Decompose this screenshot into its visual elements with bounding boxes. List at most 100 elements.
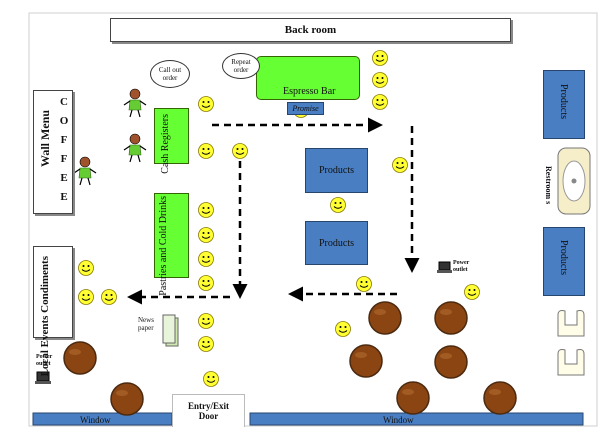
- local-events-board: [33, 246, 73, 338]
- sink-drain-icon: [571, 178, 577, 184]
- smiley-eye: [381, 99, 384, 101]
- entry-exit-label: Entry/Exit: [187, 401, 229, 411]
- customer-smiley-icon: [78, 260, 94, 276]
- pastries-label: Pastries and Cold Drinks: [158, 196, 169, 296]
- smiley-eye: [207, 318, 210, 320]
- smiley-eye: [381, 55, 384, 57]
- smiley-eye: [207, 101, 210, 103]
- smiley-eye: [82, 265, 85, 267]
- armchair-icon: [557, 349, 585, 376]
- espresso-bar: [256, 56, 360, 100]
- smiley-mouth: [81, 298, 91, 301]
- chairs-layer: [557, 310, 585, 376]
- smiley-eye: [468, 289, 471, 291]
- table-highlight: [355, 352, 367, 358]
- staff-head-icon: [129, 88, 141, 100]
- staff-arm: [73, 168, 81, 174]
- smiley-eye: [202, 207, 205, 209]
- tables-layer: [63, 301, 517, 416]
- customer-smiley-icon: [198, 313, 214, 329]
- smiley-eye: [105, 294, 108, 296]
- laptop-base-icon: [35, 381, 51, 384]
- staff-body-icon: [128, 144, 142, 156]
- customer-smiley-icon: [356, 276, 372, 292]
- smiley-eye: [207, 207, 210, 209]
- smiley-mouth: [201, 260, 211, 263]
- smiley-mouth: [201, 322, 211, 325]
- customer-smiley-icon: [198, 336, 214, 352]
- customer-smiley-icon: [198, 143, 214, 159]
- table: [434, 301, 468, 335]
- door-label: Door: [198, 411, 219, 421]
- smiley-eye: [207, 280, 210, 282]
- smiley-mouth: [375, 59, 385, 62]
- smiley-eye: [202, 280, 205, 282]
- staff-arm: [89, 168, 97, 174]
- customer-smiley-icon: [330, 197, 346, 213]
- smiley-mouth: [375, 81, 385, 84]
- table-highlight: [116, 390, 128, 396]
- smiley-mouth: [201, 284, 211, 287]
- window-right: [249, 412, 584, 426]
- smiley-eye: [82, 294, 85, 296]
- customer-smiley-icon: [101, 289, 117, 305]
- smiley-mouth: [201, 236, 211, 239]
- staff-leg: [129, 109, 133, 118]
- windows-layer: [32, 412, 584, 426]
- smiley-eye: [207, 232, 210, 234]
- smiley-eye: [241, 148, 244, 150]
- newspaper-label: News paper: [138, 316, 154, 332]
- coffee-letter: F: [60, 134, 68, 146]
- customer-smiley-icon: [78, 289, 94, 305]
- smiley-eye: [202, 232, 205, 234]
- table-highlight: [402, 389, 414, 395]
- newspaper-icon: [162, 314, 176, 344]
- smiley-eye: [202, 318, 205, 320]
- cash-registers: [154, 108, 189, 164]
- icons-layer: [35, 147, 591, 384]
- smiley-eye: [376, 99, 379, 101]
- customer-smiley-icon: [203, 371, 219, 387]
- smiley-eye: [376, 77, 379, 79]
- coffee-letter: F: [60, 153, 68, 165]
- smiley-eye: [381, 77, 384, 79]
- window-left-label: Window: [80, 415, 111, 425]
- smiley-mouth: [201, 345, 211, 348]
- smiley-mouth: [201, 105, 211, 108]
- table: [396, 381, 430, 415]
- smiley-eye: [207, 341, 210, 343]
- smiley-mouth: [201, 152, 211, 155]
- staff-head-icon: [79, 156, 91, 168]
- smiley-eye: [360, 281, 363, 283]
- customers-layer: [78, 50, 480, 387]
- smiley-eye: [344, 326, 347, 328]
- smiley-eye: [202, 256, 205, 258]
- smiley-mouth: [338, 330, 348, 333]
- laptop-base-icon: [437, 270, 452, 273]
- table-highlight: [440, 353, 452, 359]
- customer-smiley-icon: [198, 202, 214, 218]
- power-outlet-left-label: Power outlet: [36, 354, 53, 367]
- customer-flow-arrows: [127, 117, 420, 305]
- smiley-eye: [376, 55, 379, 57]
- staff-leg: [137, 109, 141, 118]
- table: [434, 345, 468, 379]
- customer-smiley-icon: [372, 94, 388, 110]
- wall-menu: [33, 90, 73, 214]
- coffee-letter: E: [60, 191, 68, 203]
- smiley-eye: [207, 256, 210, 258]
- products-right-1: [543, 70, 585, 139]
- smiley-mouth: [333, 206, 343, 209]
- staff-arm: [123, 100, 131, 106]
- smiley-eye: [202, 341, 205, 343]
- restroom-label: Restroom s: [544, 166, 553, 205]
- entry-exit-door: Entry/Exit Door: [172, 394, 245, 427]
- armchair-icon: [557, 310, 585, 337]
- room-outline: [28, 12, 598, 427]
- customer-smiley-icon: [198, 251, 214, 267]
- smiley-mouth: [235, 152, 245, 155]
- smiley-mouth: [201, 211, 211, 214]
- table-highlight: [440, 309, 452, 315]
- smiley-mouth: [359, 285, 369, 288]
